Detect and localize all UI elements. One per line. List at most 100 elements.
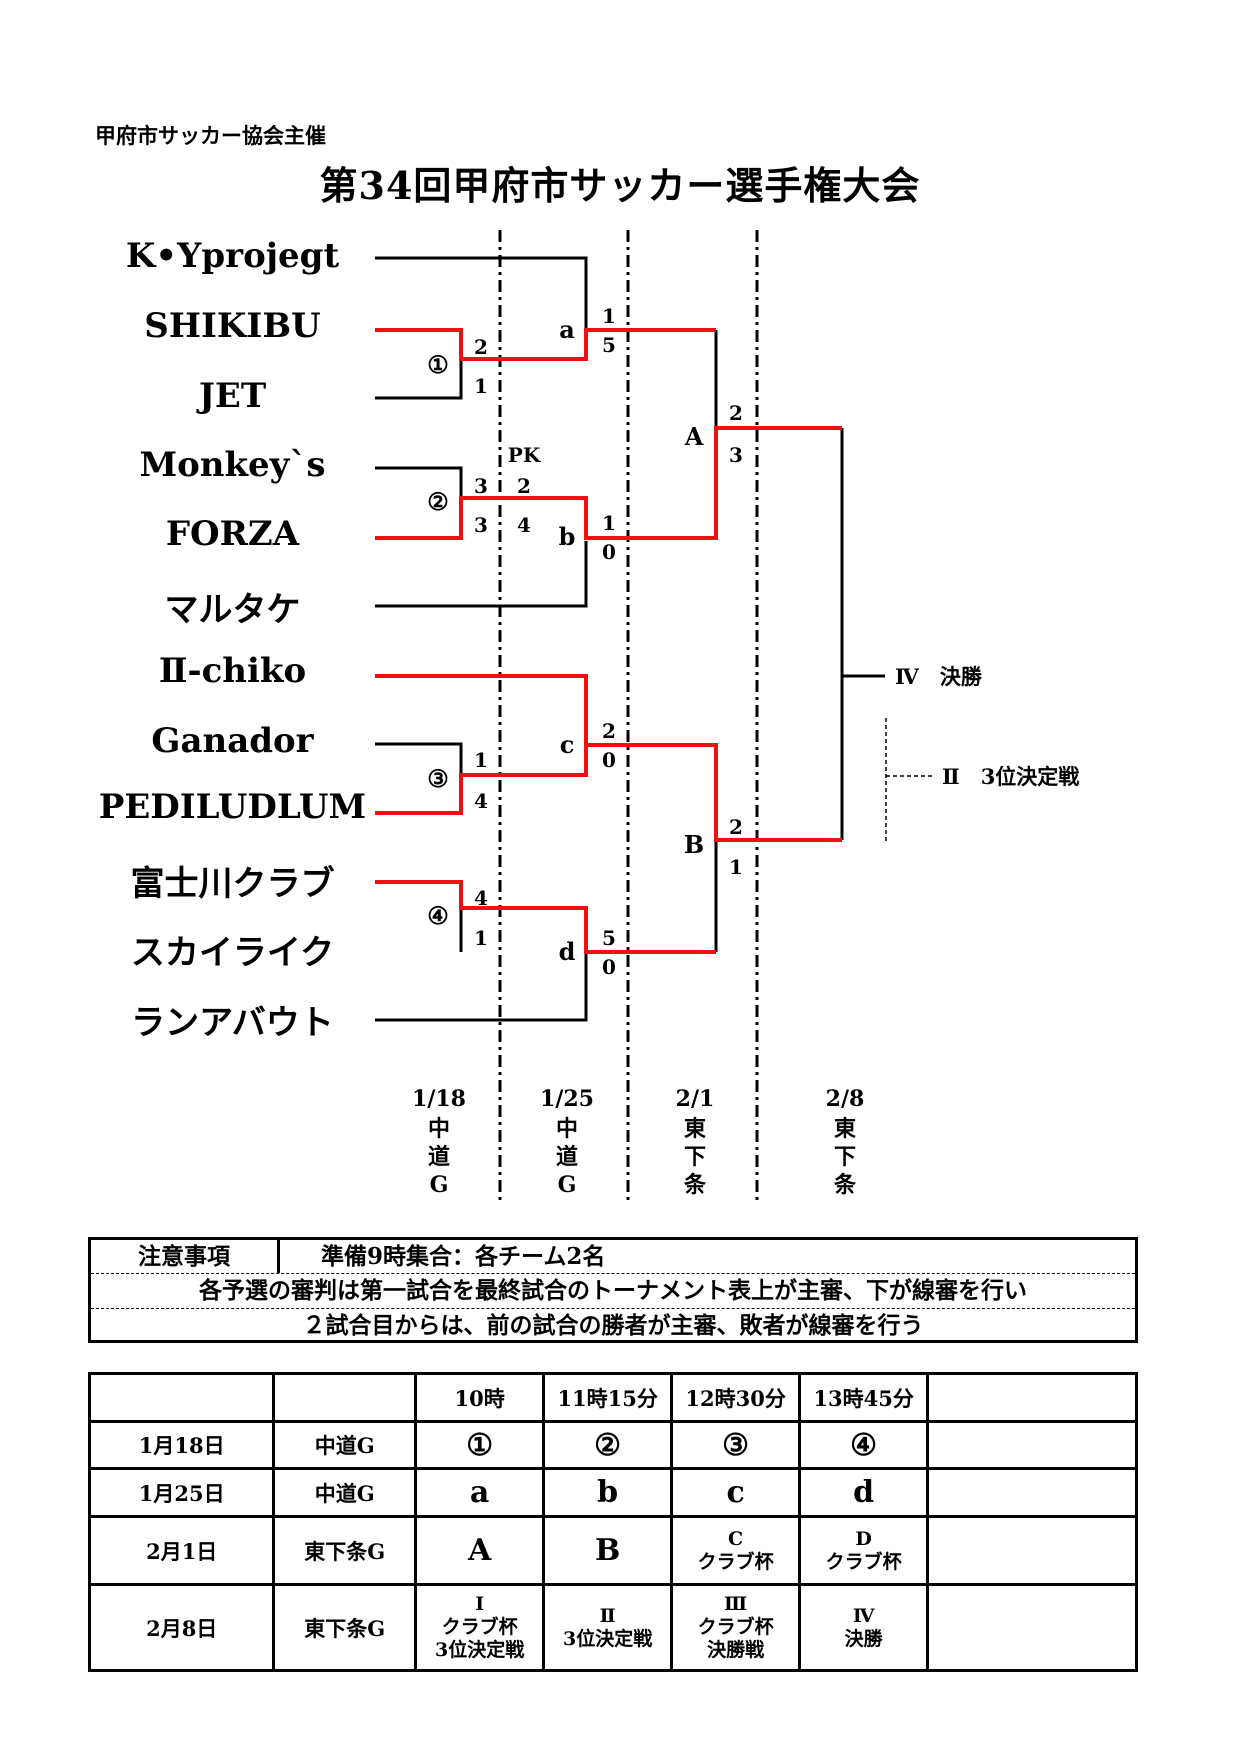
team-name: FORZA <box>165 514 300 554</box>
winner-lines <box>375 328 842 954</box>
table-cell <box>272 1372 418 1423</box>
match-line: クラブ杯 <box>441 1616 518 1638</box>
round-venue-char: G <box>430 1172 449 1198</box>
score: 2 <box>602 719 616 743</box>
team-name: マルタケ <box>164 590 301 630</box>
schedule-date: 2月1日 <box>87 1515 276 1586</box>
schedule-match: C クラブ杯 <box>670 1515 802 1586</box>
team-name: Monkey`s <box>139 445 326 485</box>
round-dates: 1/18 中 道 G 1/25 中 道 G 2/1 東 下 条 2/8 東 下 … <box>412 1086 864 1198</box>
notes-line: 準備9時集合：各チーム2名 <box>321 1243 606 1270</box>
schedule-match: ② <box>542 1420 674 1470</box>
score: 1 <box>474 748 488 772</box>
schedule-match: D クラブ杯 <box>798 1515 930 1586</box>
match-line: D <box>855 1527 872 1550</box>
round-venue-char: 中 <box>556 1116 578 1142</box>
round-date: 1/25 <box>540 1086 594 1112</box>
schedule-match: d <box>798 1467 930 1518</box>
round-venue-char: 下 <box>834 1144 856 1170</box>
round-dividers <box>498 230 759 1200</box>
organizer: 甲府市サッカー協会主催 <box>95 123 326 148</box>
score: 5 <box>602 333 616 357</box>
schedule-date: 1月25日 <box>87 1467 276 1518</box>
score: 3 <box>729 443 743 467</box>
final-label: Ⅳ 決勝 <box>895 664 983 689</box>
score: 1 <box>729 855 743 879</box>
round-venue-char: 中 <box>428 1116 450 1142</box>
round-venue-char: 東 <box>684 1116 706 1142</box>
table-cell <box>926 1467 1138 1518</box>
match-id: ① <box>427 350 449 379</box>
table-cell <box>926 1372 1138 1423</box>
schedule-match: Ⅲ クラブ杯 決勝戦 <box>670 1583 802 1672</box>
score: 2 <box>729 815 743 839</box>
score: 0 <box>602 748 616 772</box>
match-line: Ⅱ <box>599 1604 616 1627</box>
round1-labels: ① 2 1 ② 3 3 PK 2 4 ③ 1 4 ④ 4 1 <box>427 335 541 950</box>
score: 0 <box>602 955 616 979</box>
team-name: JET <box>198 376 267 416</box>
match-line: 決勝 <box>844 1627 883 1650</box>
match-line: 決勝戦 <box>707 1639 765 1661</box>
match-line: クラブ杯 <box>825 1550 902 1573</box>
table-row: 10時 11時15分 12時30分 13時45分 <box>87 1372 1138 1423</box>
round-date: 2/1 <box>676 1086 715 1112</box>
table-row: 2月1日 東下条G A B C クラブ杯 D クラブ杯 <box>87 1515 1138 1586</box>
match-line: Ⅳ <box>852 1604 875 1627</box>
notes-row: 注意事項 準備9時集合：各チーム2名 <box>91 1240 1135 1274</box>
schedule-match: b <box>542 1467 674 1518</box>
match-id: b <box>559 522 576 551</box>
score: 4 <box>474 789 488 813</box>
schedule-match: Ⅰ クラブ杯 3位決定戦 <box>414 1583 546 1672</box>
round-venue-char: 東 <box>834 1116 856 1142</box>
team-name: ランアバウト <box>131 1003 334 1043</box>
team-name: PEDILUDLUM <box>98 787 367 827</box>
third-place-label: Ⅱ 3位決定戦 <box>942 764 1079 789</box>
team-name: Ganador <box>151 721 314 761</box>
schedule-venue: 中道G <box>272 1467 418 1518</box>
score: 1 <box>602 511 616 535</box>
team-name: Ⅱ-chiko <box>158 651 307 691</box>
round-date: 2/8 <box>826 1086 865 1112</box>
score: 3 <box>474 474 488 498</box>
team-name: スカイライク <box>130 933 335 973</box>
score: 1 <box>602 304 616 328</box>
time-header: 10時 <box>414 1372 546 1423</box>
schedule-table: 10時 11時15分 12時30分 13時45分 1月18日 中道G ① ② ③… <box>87 1372 1138 1672</box>
score: 0 <box>602 540 616 564</box>
third-place-marker <box>885 718 935 843</box>
round-venue-char: G <box>558 1172 577 1198</box>
match-id: a <box>559 315 575 344</box>
table-cell <box>926 1583 1138 1672</box>
table-row: 2月8日 東下条G Ⅰ クラブ杯 3位決定戦 Ⅱ 3位決定戦 Ⅲ クラブ杯 決勝… <box>87 1583 1138 1672</box>
round-venue-char: 道 <box>556 1144 578 1170</box>
match-id: ④ <box>427 901 449 930</box>
round-date: 1/18 <box>412 1086 466 1112</box>
score: 1 <box>474 926 488 950</box>
team-name: 富士川クラブ <box>130 864 335 904</box>
score: 2 <box>729 401 743 425</box>
score: 4 <box>474 886 488 910</box>
schedule-match: ④ <box>798 1420 930 1470</box>
round3-labels: A 2 3 B 2 1 <box>684 401 743 879</box>
table-cell <box>926 1420 1138 1470</box>
notes-line: ２試合目からは、前の試合の勝者が主審、敗者が線審を行う <box>302 1312 924 1339</box>
match-line: 3位決定戦 <box>435 1639 525 1661</box>
round-venue-char: 下 <box>684 1144 706 1170</box>
schedule-date: 2月8日 <box>87 1583 276 1672</box>
match-id: ③ <box>427 764 449 793</box>
team-name: K•Yprojegt <box>125 236 340 276</box>
schedule-match: Ⅱ 3位決定戦 <box>542 1583 674 1672</box>
schedule-match: Ⅳ 決勝 <box>798 1583 930 1672</box>
schedule-venue: 東下条G <box>272 1515 418 1586</box>
pk-score: 4 <box>517 513 531 537</box>
round-venue-char: 道 <box>428 1144 450 1170</box>
schedule-venue: 中道G <box>272 1420 418 1470</box>
schedule-match: c <box>670 1467 802 1518</box>
schedule-match: B <box>542 1515 674 1586</box>
match-id: B <box>684 830 704 859</box>
match-line: Ⅲ <box>724 1593 748 1615</box>
tournament-bracket: ① 2 1 ② 3 3 PK 2 4 ③ 1 4 ④ 4 1 a 1 5 b 1… <box>375 230 1079 1200</box>
team-name: SHIKIBU <box>144 306 321 346</box>
score: 1 <box>474 374 488 398</box>
